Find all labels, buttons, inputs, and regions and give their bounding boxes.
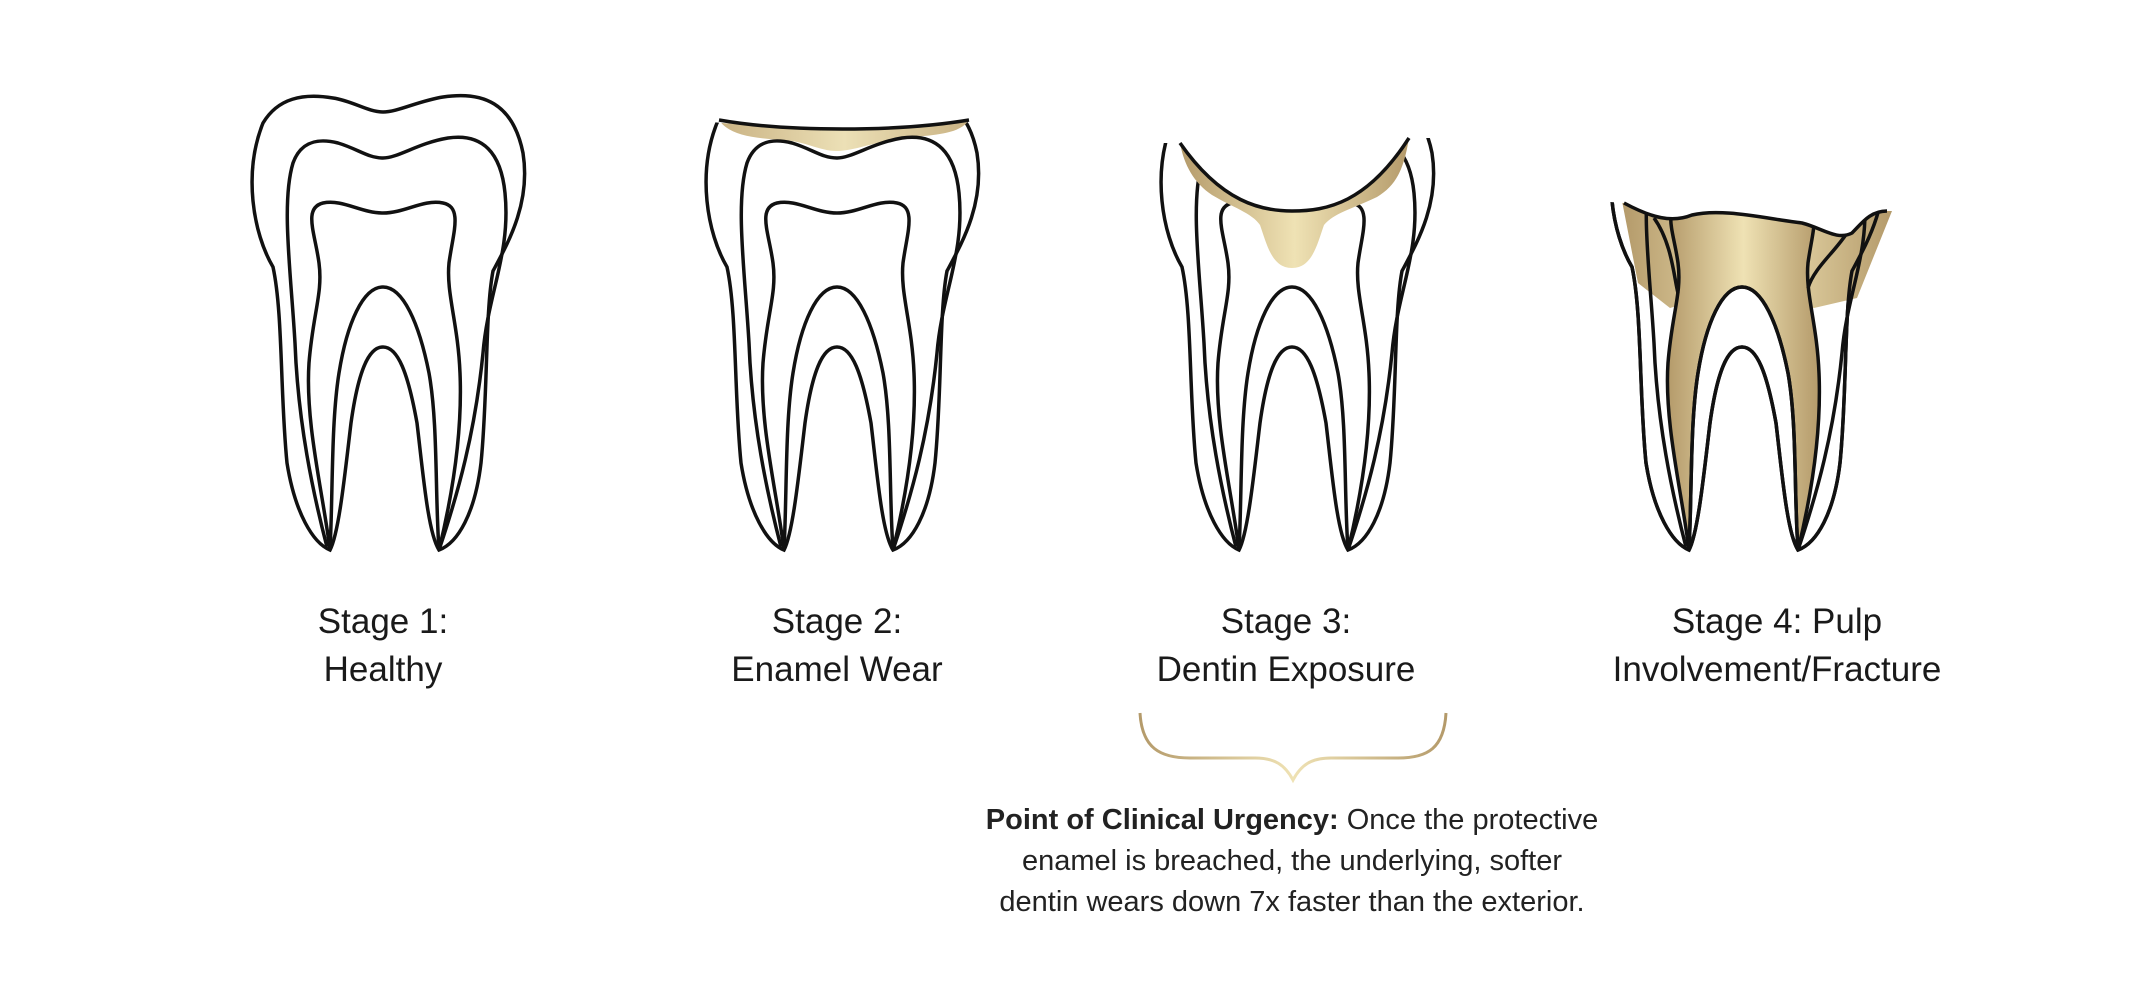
tooth-stage-4-pulp-involvement (1609, 201, 1892, 552)
curly-bracket (1138, 712, 1448, 784)
tooth-stage-1-healthy (250, 93, 527, 552)
note-line-2: enamel is breached, the underlying, soft… (1021, 845, 1563, 877)
stage-1-title: Stage 1: (317, 602, 449, 641)
stage-2-subtitle: Enamel Wear (731, 650, 943, 689)
stage-4-title: Stage 4: Pulp (1671, 602, 1883, 641)
stage-3-title: Stage 3: (1220, 602, 1352, 641)
stage-2-title: Stage 2: (771, 602, 903, 641)
tooth-stage-2-enamel-wear (704, 118, 981, 552)
note-line-3: dentin wears down 7x faster than the ext… (999, 886, 1585, 918)
stage-1-subtitle: Healthy (323, 650, 443, 689)
stage-3-label: Stage 3: Dentin Exposure (1066, 598, 1506, 694)
stage-2-label: Stage 2: Enamel Wear (617, 598, 1057, 694)
stage-3-subtitle: Dentin Exposure (1156, 650, 1416, 689)
stage-4-subtitle: Involvement/Fracture (1612, 650, 1942, 689)
clinical-urgency-note: Point of Clinical Urgency: Once the prot… (892, 800, 1692, 923)
stage-1-label: Stage 1: Healthy (163, 598, 603, 694)
stage-4-label: Stage 4: Pulp Involvement/Fracture (1557, 598, 1997, 694)
note-title: Point of Clinical Urgency: (985, 804, 1339, 836)
tooth-stage-3-dentin-exposure (1159, 137, 1436, 552)
note-line-1: Once the protective (1338, 804, 1599, 836)
dentin-exposure-gold-area (1180, 138, 1409, 268)
